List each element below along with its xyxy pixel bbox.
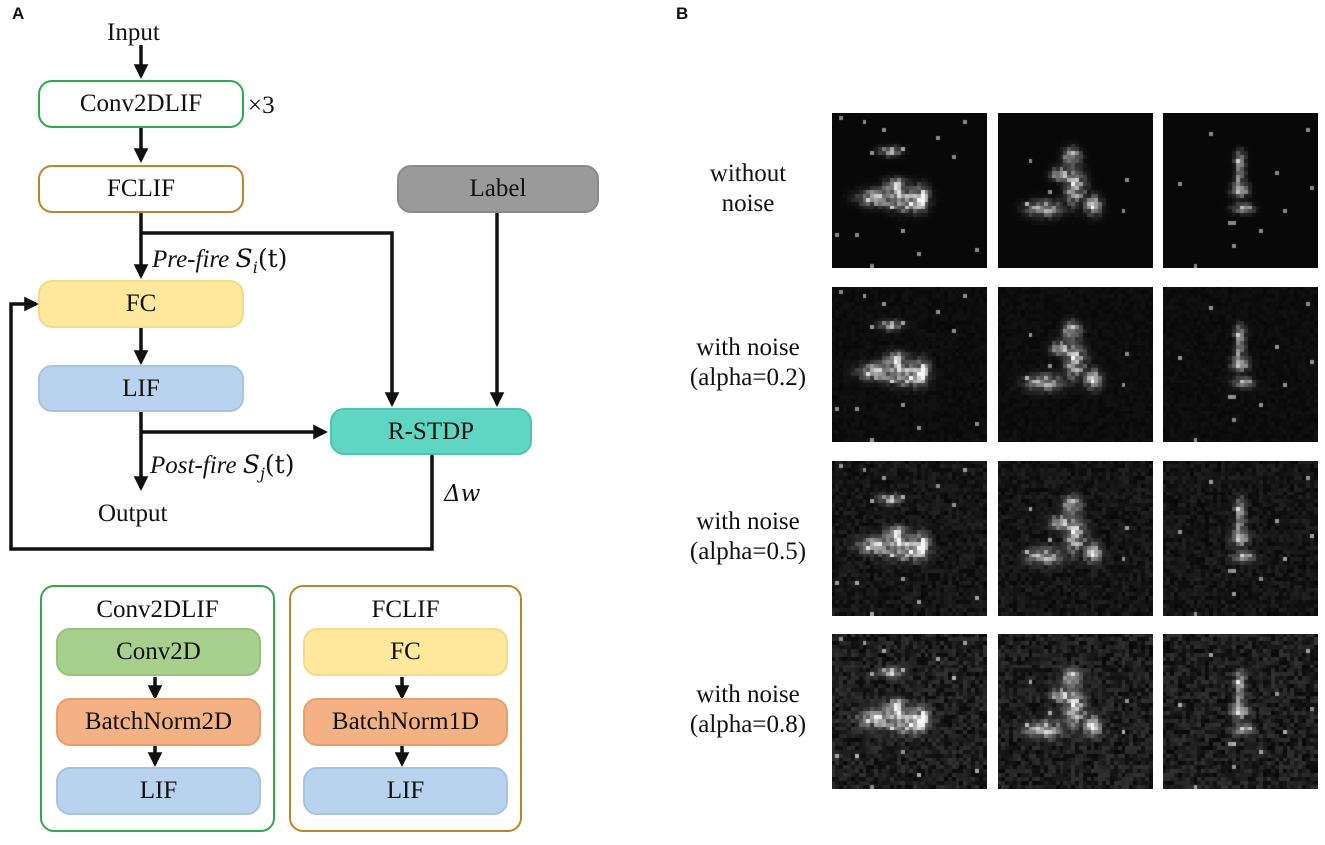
output-label: Output <box>98 500 168 527</box>
row-label: with noise(alpha=0.2) <box>689 334 807 391</box>
post-fire-label: Post-fire Sj(t) <box>150 450 295 483</box>
fc-layer: FC <box>303 628 508 676</box>
legend-conv-lif-layer: LIF <box>56 767 261 815</box>
rstdp-block: R-STDP <box>330 408 532 455</box>
event-frame-thumbnail <box>832 287 987 442</box>
lif-block: LIF <box>38 365 244 412</box>
event-frame-thumbnail <box>1163 461 1318 616</box>
panel-b-letter: B <box>676 4 689 23</box>
fc-block: FC <box>38 280 244 328</box>
fclif-block: FCLIF <box>38 165 244 213</box>
event-frame-thumbnail <box>832 113 987 268</box>
row-label: with noise(alpha=0.5) <box>689 508 807 565</box>
legend-conv2dlif-title: Conv2DLIF <box>96 596 219 623</box>
arrow-feedback-fc <box>9 296 434 551</box>
repeat-label: ×3 <box>248 92 275 119</box>
event-frame-thumbnail <box>1163 634 1318 789</box>
arrow-prefire-rstdp <box>141 231 400 407</box>
event-frame-thumbnail <box>1163 113 1318 268</box>
conv2d-layer: Conv2D <box>56 628 261 676</box>
event-frame-thumbnail <box>998 113 1153 268</box>
delta-w-label: Δw <box>444 481 481 507</box>
panel-a-letter: A <box>12 4 25 23</box>
event-frame-thumbnail <box>832 461 987 616</box>
legend-fc-lif-layer: LIF <box>303 767 508 815</box>
input-label: Input <box>107 19 160 46</box>
row-label: with noise(alpha=0.8) <box>689 681 807 738</box>
legend-fclif <box>289 585 522 832</box>
conv2dlif-block: Conv2DLIF <box>38 80 244 128</box>
event-frame-thumbnail <box>1163 287 1318 442</box>
pre-fire-label: Pre-fire Si(t) <box>152 244 288 277</box>
legend-conv2dlif <box>40 585 275 832</box>
batchnorm1d-layer: BatchNorm1D <box>303 698 508 746</box>
label-block: Label <box>397 165 599 213</box>
event-frame-thumbnail <box>998 634 1153 789</box>
batchnorm2d-layer: BatchNorm2D <box>56 698 261 746</box>
event-frame-thumbnail <box>832 634 987 789</box>
legend-fclif-title: FCLIF <box>371 596 440 623</box>
event-frame-thumbnail <box>998 461 1153 616</box>
event-frame-thumbnail <box>998 287 1153 442</box>
